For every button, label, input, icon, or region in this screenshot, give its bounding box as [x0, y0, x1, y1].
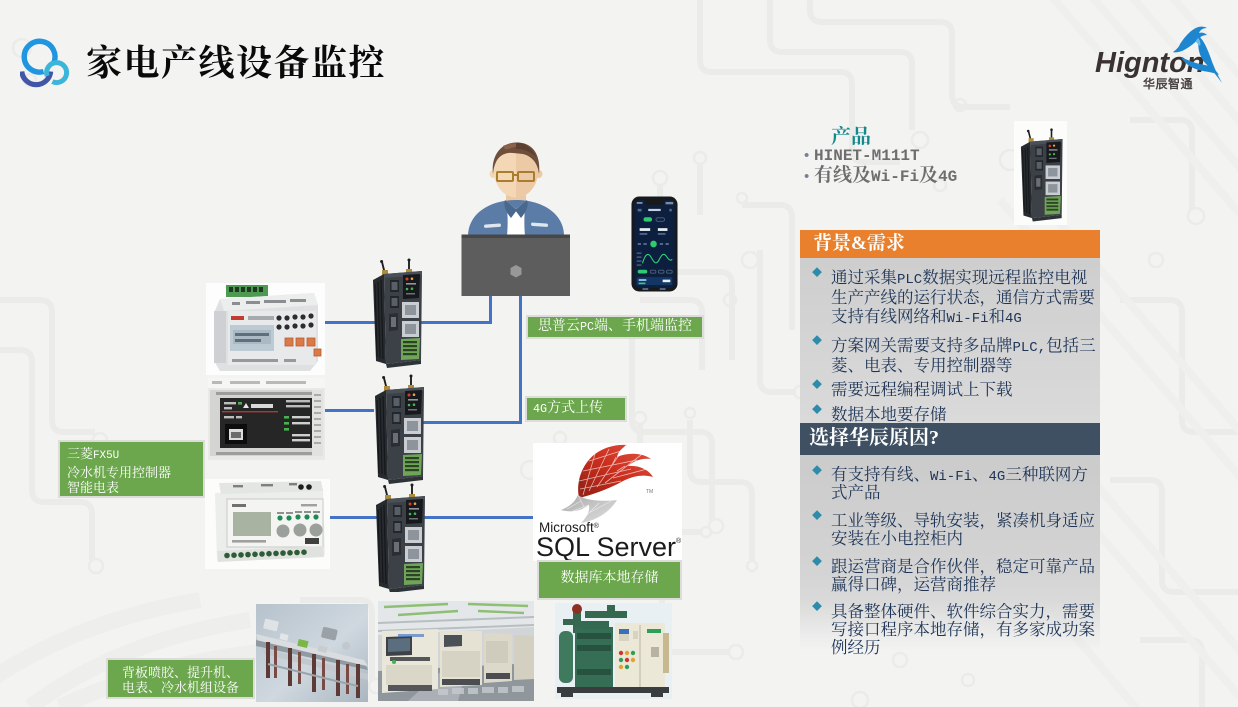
- svg-text:TM: TM: [646, 489, 653, 495]
- svg-text:®: ®: [676, 537, 682, 545]
- svg-text:SQL Server: SQL Server: [536, 532, 676, 561]
- svg-text:Microsoft®: Microsoft®: [539, 520, 600, 535]
